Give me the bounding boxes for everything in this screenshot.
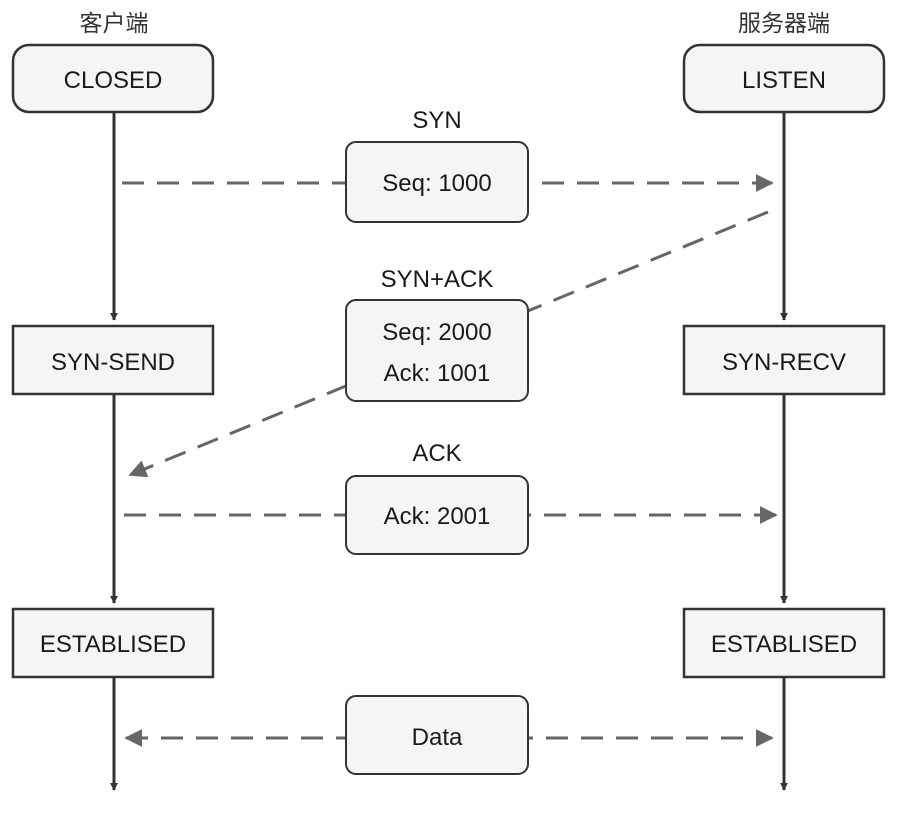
client-header: 客户端 xyxy=(80,11,149,37)
syn-seq-label: Seq: 1000 xyxy=(382,170,491,197)
client-established-label: ESTABLISED xyxy=(40,631,186,658)
syn-recv-label: SYN-RECV xyxy=(722,349,846,376)
syn-message-box: Seq: 1000 xyxy=(345,141,529,223)
client-state-established: ESTABLISED xyxy=(11,607,215,679)
server-header: 服务器端 xyxy=(738,11,830,37)
client-state-syn-send: SYN-SEND xyxy=(11,324,215,396)
data-label: Data xyxy=(412,724,463,751)
syn-ack-ack-label: Ack: 1001 xyxy=(384,360,491,387)
ack-value-label: Ack: 2001 xyxy=(384,503,491,530)
server-state-syn-recv: SYN-RECV xyxy=(682,324,886,396)
server-established-label: ESTABLISED xyxy=(711,631,857,658)
server-state-established: ESTABLISED xyxy=(682,607,886,679)
server-state-listen: LISTEN xyxy=(682,43,886,114)
syn-send-label: SYN-SEND xyxy=(51,349,175,376)
syn-ack-seq-label: Seq: 2000 xyxy=(382,319,491,346)
closed-label: CLOSED xyxy=(64,67,163,94)
ack-message-box: Ack: 2001 xyxy=(345,475,529,555)
syn-ack-message-box: Seq: 2000 Ack: 1001 xyxy=(345,299,529,402)
data-message-box: Data xyxy=(345,695,529,775)
syn-ack-arrow xyxy=(128,210,769,478)
syn-title: SYN xyxy=(412,107,461,134)
listen-label: LISTEN xyxy=(742,67,826,94)
syn-ack-title: SYN+ACK xyxy=(381,266,494,293)
client-state-closed: CLOSED xyxy=(11,43,215,114)
ack-title: ACK xyxy=(412,440,461,467)
